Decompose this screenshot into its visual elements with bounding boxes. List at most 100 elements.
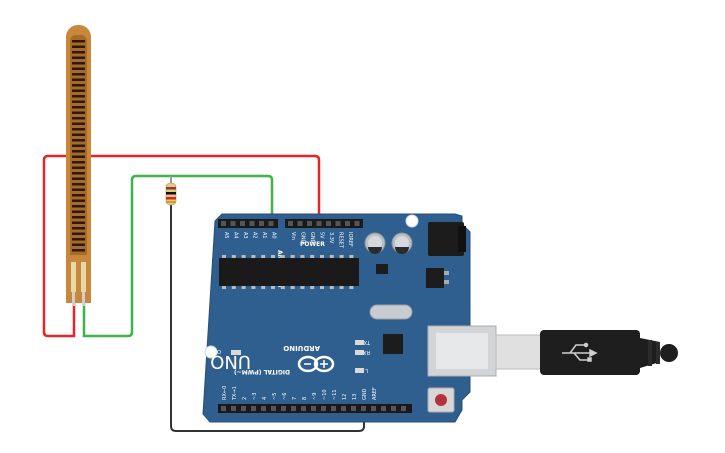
analog-header[interactable] — [218, 219, 278, 228]
sensor-trace — [72, 117, 85, 120]
usb-cable-icon[interactable] — [495, 330, 678, 375]
pin-label: 4 — [262, 397, 268, 400]
header-pin[interactable] — [335, 221, 341, 226]
header-pin[interactable] — [307, 221, 312, 226]
sensor-trace — [72, 67, 85, 70]
header-pin[interactable] — [341, 406, 346, 411]
sensor-trace — [72, 78, 85, 81]
pin-label: AREF — [372, 387, 378, 400]
header-pin[interactable] — [391, 406, 396, 411]
reset-button[interactable] — [427, 387, 455, 413]
pin-label: 7 — [292, 397, 298, 400]
pin-label: GND — [300, 232, 306, 244]
sensor-trace — [72, 133, 85, 136]
pin-label: A1 — [261, 232, 267, 239]
chip-pin — [222, 286, 226, 289]
header-pin[interactable] — [221, 221, 226, 226]
header-pin[interactable] — [231, 406, 236, 411]
digital-pwm-label: DIGITAL (PWM~) — [234, 368, 290, 375]
sensor-trace — [72, 188, 85, 191]
pin-label: ~10 — [322, 389, 328, 400]
wires — [42, 154, 365, 432]
chip-pin — [251, 255, 256, 258]
sensor-trace — [72, 172, 85, 175]
pin-label: 2 — [242, 397, 248, 400]
header-pin[interactable] — [361, 406, 366, 411]
usb-symbol-icon — [562, 342, 598, 362]
capacitor-icon — [364, 232, 413, 254]
pin-label: A3 — [242, 232, 248, 239]
header-pin[interactable] — [259, 221, 264, 226]
pin-label: 5V — [319, 232, 325, 239]
header-pin[interactable] — [249, 221, 255, 226]
l-led — [355, 368, 364, 373]
header-pin[interactable] — [271, 406, 276, 411]
chip-pin — [349, 255, 354, 258]
header-pin[interactable] — [261, 406, 266, 411]
header-pin[interactable] — [301, 406, 306, 411]
header-pin[interactable] — [268, 221, 274, 226]
pin-label: ~6 — [282, 393, 288, 400]
header-pin[interactable] — [241, 406, 246, 411]
sensor-trace — [72, 177, 85, 180]
pin-label: ~9 — [312, 393, 318, 400]
sensor-trace — [72, 161, 85, 164]
flex-sensor-icon[interactable] — [66, 25, 91, 306]
voltage-regulator — [426, 268, 444, 288]
rx-led — [355, 350, 364, 355]
brand-label: ARDUINO — [283, 344, 320, 352]
header-pin[interactable] — [281, 406, 286, 411]
power-header[interactable] — [285, 219, 363, 228]
header-pin[interactable] — [297, 221, 303, 226]
chip-pin — [271, 286, 275, 289]
sensor-trace — [72, 194, 85, 197]
red-wire[interactable] — [42, 154, 321, 338]
header-pin[interactable] — [251, 406, 256, 411]
atmega-chip — [219, 255, 359, 289]
header-pin[interactable] — [371, 406, 376, 411]
sensor-trace — [72, 40, 85, 43]
chip-pin — [300, 255, 305, 258]
sensor-trace — [72, 128, 85, 131]
tx-label: TX — [363, 339, 371, 345]
chip-pin — [349, 286, 354, 289]
black-wire[interactable] — [170, 203, 365, 432]
model-label: UNO — [210, 351, 251, 372]
chip-pin — [261, 255, 266, 258]
header-pin[interactable] — [221, 406, 226, 411]
header-pin[interactable] — [401, 406, 406, 411]
header-pin[interactable] — [345, 221, 350, 226]
header-pin[interactable] — [351, 406, 356, 411]
header-pin[interactable] — [230, 221, 236, 226]
header-pin[interactable] — [291, 406, 296, 411]
power-label: POWER — [300, 241, 325, 248]
header-pin[interactable] — [326, 221, 331, 226]
sensor-trace — [72, 232, 85, 235]
pin-label: 3.3V — [328, 232, 334, 244]
header-pin[interactable] — [240, 221, 245, 226]
pin-label: ~5 — [272, 393, 278, 400]
header-pin[interactable] — [331, 406, 336, 411]
header-pin[interactable] — [354, 221, 360, 226]
header-pin[interactable] — [311, 406, 316, 411]
chip-pin — [300, 286, 305, 289]
sensor-trace — [72, 62, 85, 65]
header-pin[interactable] — [381, 406, 386, 411]
sensor-trace — [72, 95, 85, 98]
pin-label: A2 — [252, 232, 258, 239]
resistor-icon[interactable] — [165, 176, 177, 206]
chip-pin — [271, 255, 275, 258]
sensor-trace — [72, 89, 85, 92]
sensor-trace — [72, 210, 85, 213]
header-pin[interactable] — [288, 221, 293, 226]
chip-pin — [339, 255, 344, 258]
sensor-trace — [72, 100, 85, 103]
sensor-trace — [72, 216, 85, 219]
header-pin[interactable] — [316, 221, 322, 226]
header-pin[interactable] — [321, 406, 326, 411]
sensor-trace — [72, 150, 85, 153]
green-wire[interactable] — [82, 174, 274, 338]
pin-label: GND — [309, 232, 315, 244]
